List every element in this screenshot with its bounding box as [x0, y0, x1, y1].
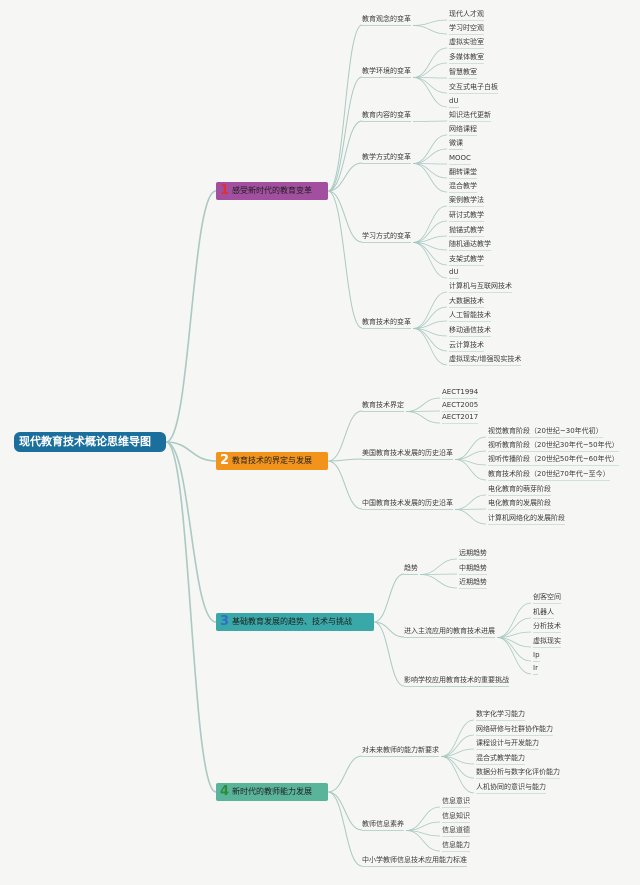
- leaf-node[interactable]: 人机协同的意识与能力: [476, 783, 546, 791]
- leaf-node[interactable]: AECT2017: [442, 413, 479, 421]
- leaf-node[interactable]: 教育技术阶段（20世纪70年代~至今）: [488, 470, 610, 478]
- leaf-node[interactable]: 虚拟现实/增强现实技术: [449, 355, 522, 363]
- leaf-node[interactable]: 学习时空观: [449, 24, 484, 32]
- leaf-node[interactable]: 电化教育的萌芽阶段: [488, 485, 551, 493]
- subtopic-node[interactable]: 学习方式的变革: [362, 232, 411, 240]
- leaf-node[interactable]: 视听传播阶段（20世纪50年代~60年代）: [488, 455, 619, 463]
- subtopic-node[interactable]: 教学方式的变革: [362, 153, 411, 161]
- leaf-node[interactable]: dU: [449, 97, 459, 105]
- subtopic-node[interactable]: 教学环境的变革: [362, 67, 411, 75]
- leaf-node[interactable]: 信息能力: [442, 841, 470, 849]
- branch-label: 基础教育发展的趋势、技术与挑战: [232, 617, 353, 626]
- subtopic-node[interactable]: 中小学教师信息技术应用能力标准: [362, 856, 467, 864]
- leaf-node[interactable]: 混合式教学能力: [476, 754, 525, 762]
- leaf-node[interactable]: 交互式电子白板: [449, 83, 498, 91]
- branch-number: 1: [220, 183, 230, 198]
- leaf-node[interactable]: 计算机网络化的发展阶段: [488, 514, 565, 522]
- leaf-node[interactable]: 信息知识: [442, 812, 470, 820]
- root-node[interactable]: 现代教育技术概论思维导图: [14, 432, 166, 452]
- branch-label: 教育技术的界定与发展: [232, 456, 313, 465]
- subtopic-node[interactable]: 影响学校应用教育技术的重要挑战: [404, 676, 509, 684]
- leaf-node[interactable]: 视听教育阶段（20世纪30年代~50年代）: [488, 441, 619, 449]
- leaf-node[interactable]: 知识迭代更新: [449, 111, 491, 119]
- leaf-node[interactable]: AECT2005: [442, 401, 479, 409]
- leaf-node[interactable]: 机器人: [533, 608, 554, 616]
- leaf-node[interactable]: 抛锚式教学: [449, 226, 484, 234]
- leaf-node[interactable]: 信息意识: [442, 797, 470, 805]
- subtopic-node[interactable]: 教师信息素养: [362, 820, 404, 828]
- leaf-node[interactable]: 计算机与互联网技术: [449, 282, 512, 290]
- branch-number: 2: [220, 453, 230, 468]
- leaf-node[interactable]: 智慧教室: [449, 68, 477, 76]
- leaf-node[interactable]: 案例教学法: [449, 196, 484, 204]
- leaf-node[interactable]: 人工智能技术: [449, 311, 491, 319]
- leaf-node[interactable]: 微课: [449, 139, 463, 147]
- branch-label: 感受新时代的教育变革: [232, 186, 313, 195]
- leaf-node[interactable]: 移动通信技术: [449, 326, 491, 334]
- leaf-node[interactable]: AECT1994: [442, 388, 479, 396]
- leaf-node[interactable]: 网络课程: [449, 125, 477, 133]
- leaf-node[interactable]: 分析技术: [533, 622, 561, 630]
- subtopic-node[interactable]: 教育技术界定: [362, 401, 404, 409]
- leaf-node[interactable]: 信息道德: [442, 826, 470, 834]
- root-label: 现代教育技术概论思维导图: [19, 435, 151, 448]
- branch-number: 3: [220, 614, 230, 629]
- leaf-node[interactable]: 虚拟实验室: [449, 38, 484, 46]
- leaf-node[interactable]: 虚拟现实: [533, 637, 561, 645]
- subtopic-node[interactable]: 教育观念的变革: [362, 15, 411, 23]
- subtopic-node[interactable]: 教育内容的变革: [362, 111, 411, 119]
- branch-number: 4: [220, 784, 230, 799]
- subtopic-node[interactable]: 趋势: [404, 564, 418, 572]
- leaf-node[interactable]: Ip: [533, 651, 540, 659]
- leaf-node[interactable]: MOOC: [449, 154, 471, 162]
- leaf-node[interactable]: Ir: [533, 664, 538, 672]
- leaf-node[interactable]: 随机通达教学: [449, 240, 491, 248]
- leaf-node[interactable]: dU: [449, 268, 459, 276]
- leaf-node[interactable]: 数字化学习能力: [476, 710, 525, 718]
- leaf-node[interactable]: 创客空间: [533, 593, 561, 601]
- leaf-node[interactable]: 研讨式教学: [449, 211, 484, 219]
- leaf-node[interactable]: 电化教育的发展阶段: [488, 499, 551, 507]
- subtopic-node[interactable]: 中国教育技术发展的历史沿革: [362, 499, 453, 507]
- subtopic-node[interactable]: 对未来教师的能力新要求: [362, 746, 439, 754]
- leaf-node[interactable]: 中期趋势: [459, 564, 487, 572]
- subtopic-node[interactable]: 美国教育技术发展的历史沿革: [362, 449, 453, 457]
- leaf-node[interactable]: 近期趋势: [459, 578, 487, 586]
- leaf-node[interactable]: 现代人才观: [449, 10, 484, 18]
- leaf-node[interactable]: 翻转课堂: [449, 168, 477, 176]
- subtopic-node[interactable]: 教育技术的变革: [362, 318, 411, 326]
- leaf-node[interactable]: 网络研修与社群协作能力: [476, 725, 553, 733]
- leaf-node[interactable]: 数据分析与数字化评价能力: [476, 768, 560, 776]
- leaf-node[interactable]: 课程设计与开发能力: [476, 739, 539, 747]
- leaf-node[interactable]: 支架式教学: [449, 255, 484, 263]
- leaf-node[interactable]: 远期趋势: [459, 549, 487, 557]
- leaf-node[interactable]: 大数据技术: [449, 297, 484, 305]
- leaf-node[interactable]: 混合教学: [449, 182, 477, 190]
- branch-label: 新时代的教师能力发展: [232, 787, 313, 796]
- leaf-node[interactable]: 视觉教育阶段（20世纪~30年代初）: [488, 427, 603, 435]
- leaf-node[interactable]: 多媒体教室: [449, 53, 484, 61]
- subtopic-node[interactable]: 进入主流应用的教育技术进展: [404, 627, 495, 635]
- leaf-node[interactable]: 云计算技术: [449, 341, 484, 349]
